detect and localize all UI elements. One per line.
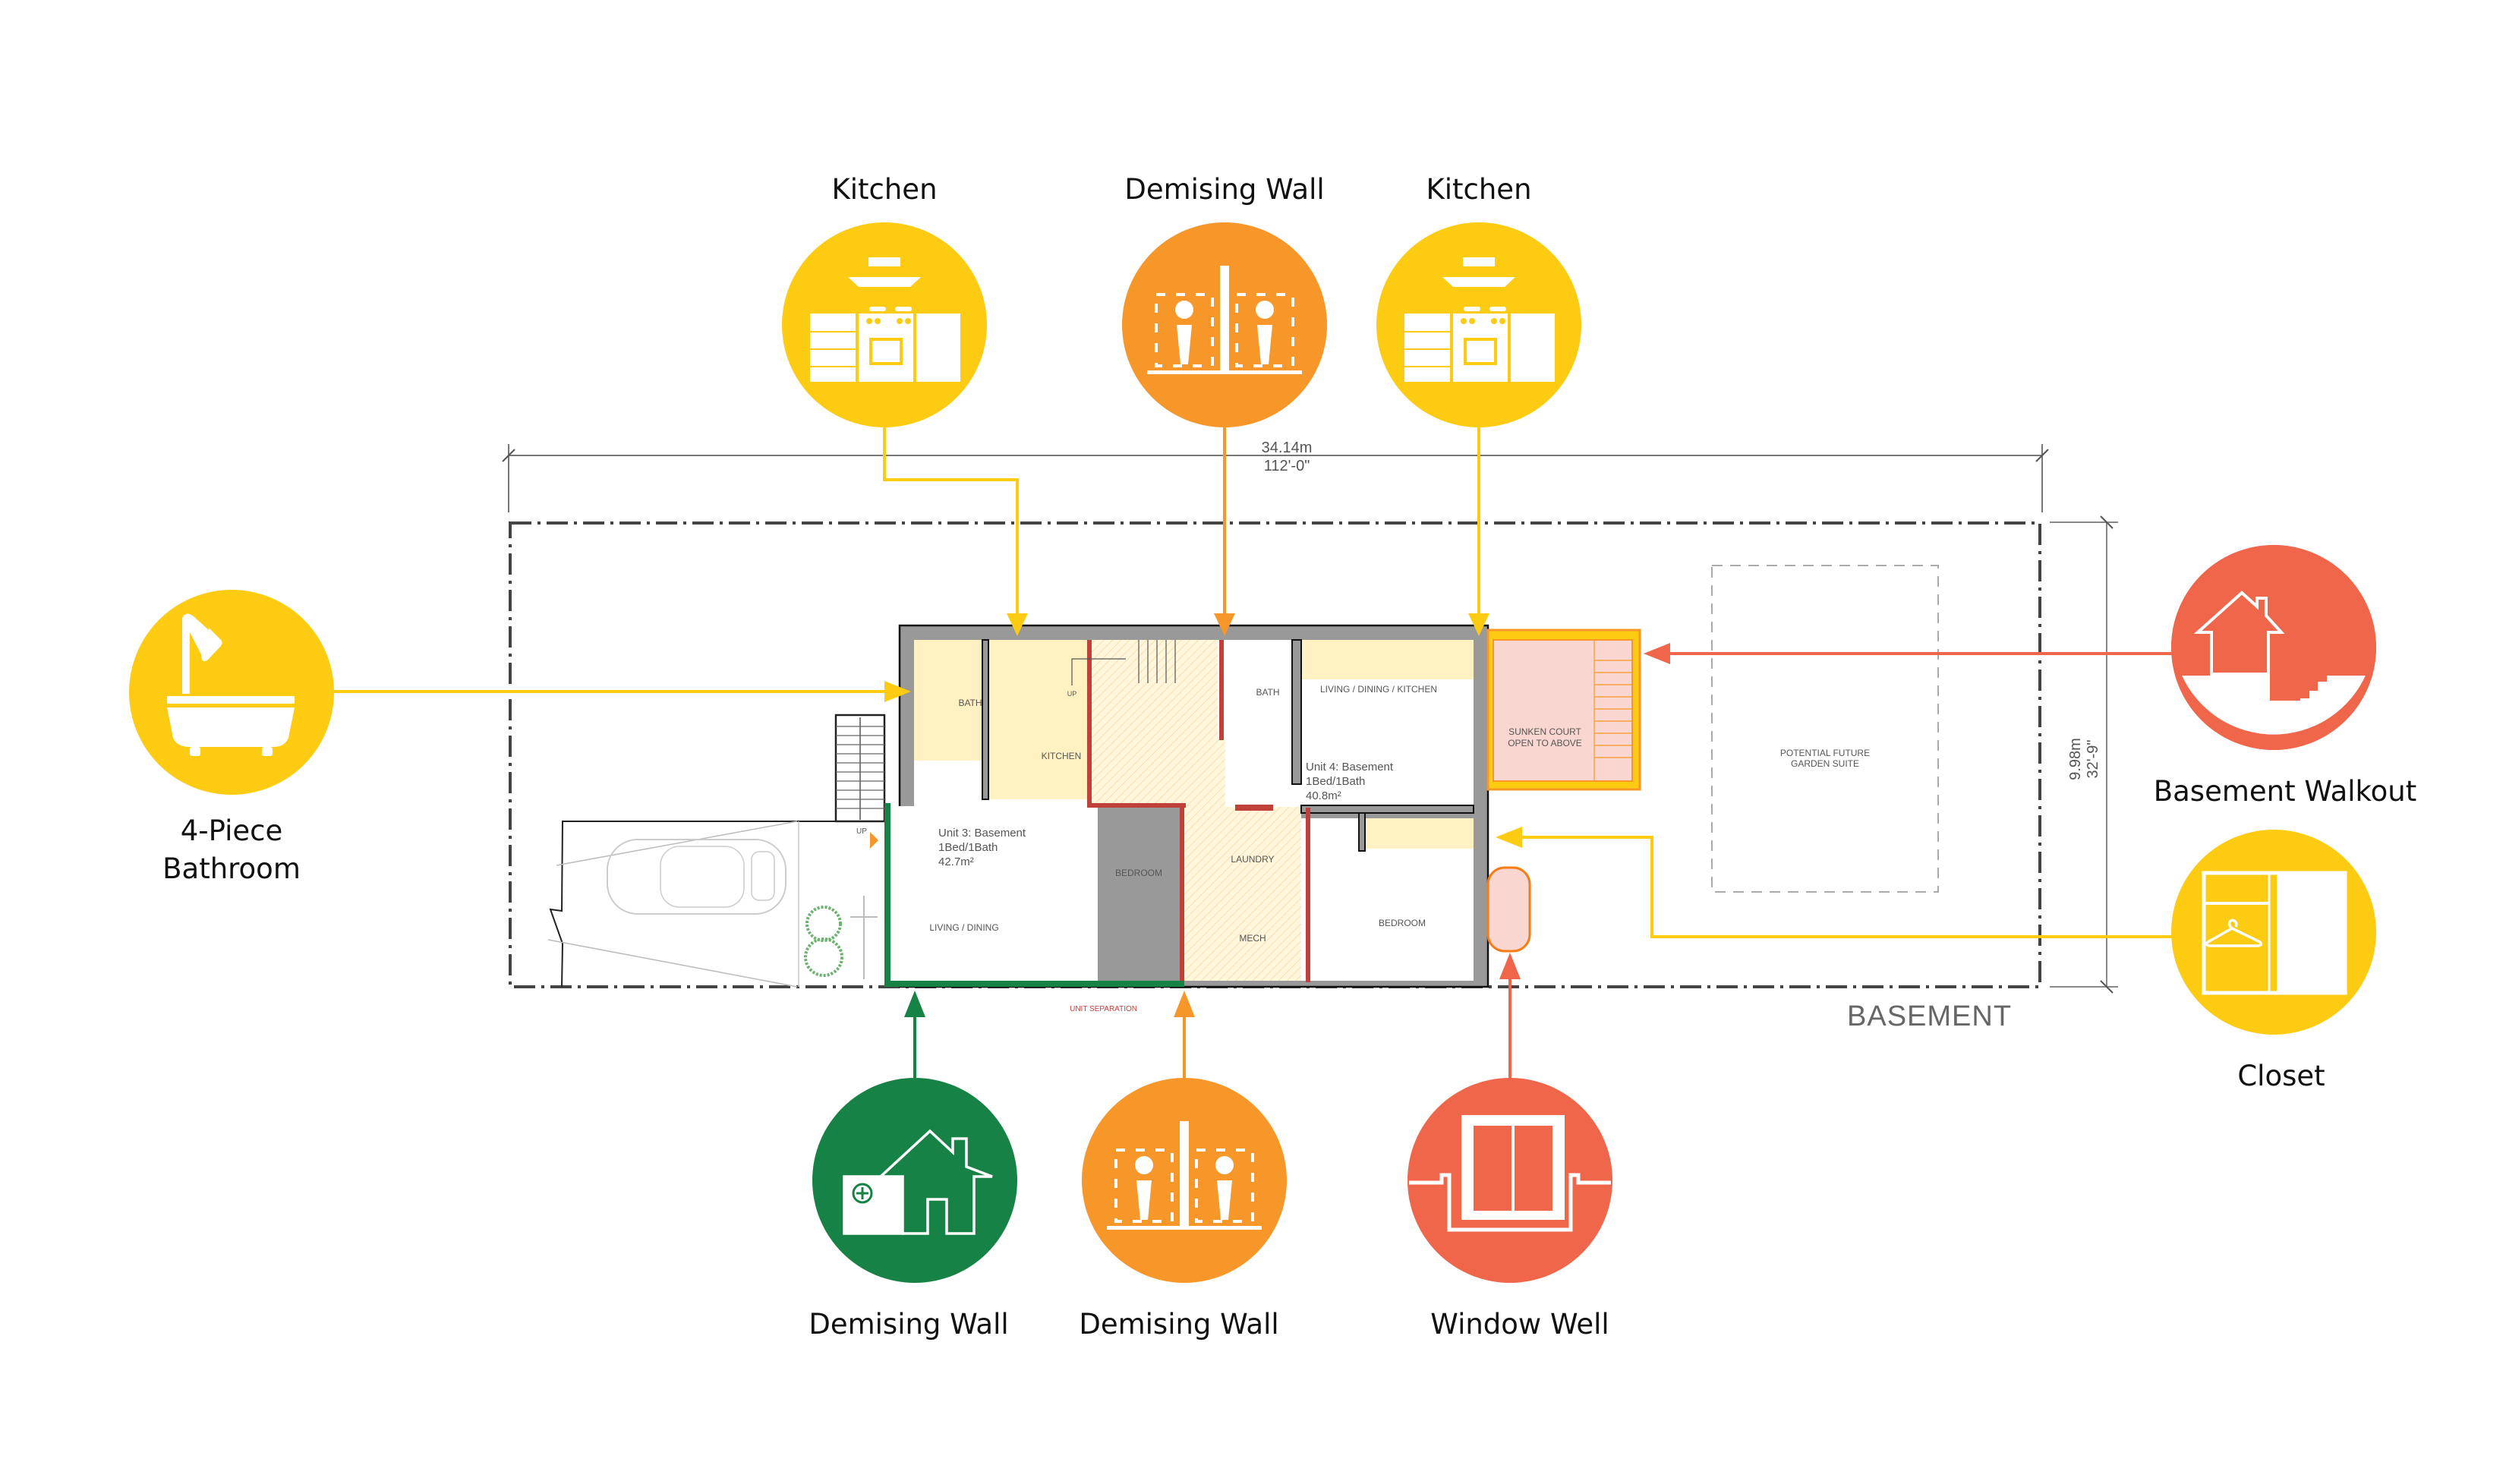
arrow-window-well [1499, 953, 1521, 979]
unit-3-type: 1Bed/1Bath [938, 841, 998, 854]
width-metric: 34.14m [1262, 440, 1313, 456]
callout-demising-green [812, 1078, 1017, 1283]
laundry-mech-room [1180, 807, 1301, 981]
closet-icon [2202, 871, 2347, 995]
trees-icon [804, 906, 843, 977]
label-demising-green: Demising Wall [809, 1308, 1009, 1341]
unit-3-name: Unit 3: Basement [938, 827, 1026, 840]
demising-wall-icon [1107, 1121, 1262, 1230]
label-bathroom-line2: Bathroom [162, 852, 301, 885]
callout-kitchen-1 [782, 222, 987, 427]
room-label-living-dining-1: LIVING / DINING [929, 922, 998, 933]
arrow-demising-green [904, 991, 925, 1017]
callout-kitchen-2 [1376, 222, 1581, 427]
callout-demising-top [1122, 222, 1327, 427]
bicycle-icon [850, 896, 878, 979]
exterior-stair-up: UP [856, 827, 867, 836]
exterior-stair: UP [834, 714, 886, 849]
garden-suite-line1: POTENTIAL FUTURE [1780, 748, 1870, 758]
arrow-demising-top [1214, 613, 1235, 636]
room-label-mech: MECH [1239, 933, 1266, 944]
basement-walkout-icon [2193, 591, 2285, 701]
callout-basement-walkout [2171, 545, 2376, 750]
leader-closet [1522, 836, 2198, 938]
leader-lines [334, 427, 2198, 1078]
kitchen-icon [810, 257, 960, 382]
callout-bathroom [129, 590, 334, 795]
arrow-bathroom [884, 681, 911, 702]
room-label-kitchen-1: KITCHEN [1042, 751, 1082, 761]
window-well-outline [1486, 866, 1531, 953]
label-demising-bottom: Demising Wall [1079, 1308, 1279, 1341]
arrow-demising-bottom [1174, 991, 1195, 1017]
kitchen-icon [1404, 257, 1555, 382]
unit-4-area: 40.8m² [1306, 789, 1341, 802]
room-label-bath-2: BATH [1256, 687, 1279, 698]
building: BATH KITCHEN Unit 3: Basement 1Bed/1Bath… [890, 624, 1489, 988]
depth-metric: 9.98m [2067, 738, 2084, 780]
leader-kitchen-1 [883, 427, 1019, 619]
bathtub-icon [167, 613, 295, 756]
garden-suite-line2: GARDEN SUITE [1791, 758, 1859, 769]
sunken-court-line2: OPEN TO ABOVE [1508, 738, 1582, 748]
callout-closet [2171, 830, 2376, 1035]
arrow-kitchen-1 [1007, 613, 1028, 636]
garden-suite-outline: POTENTIAL FUTURE GARDEN SUITE [1711, 565, 1939, 893]
label-closet: Closet [2237, 1060, 2325, 1092]
unit-separation-note: UNIT SEPARATION [1070, 1005, 1137, 1013]
room-label-laundry: LAUNDRY [1231, 854, 1274, 865]
sunken-court-line1: SUNKEN COURT [1508, 726, 1581, 737]
bath-1-room [914, 640, 982, 761]
label-basement-walkout: Basement Walkout [2153, 775, 2417, 808]
sunken-court: SUNKEN COURT OPEN TO ABOVE [1486, 629, 1641, 791]
interior-stair [1071, 640, 1176, 685]
room-label-bedroom-1: BEDROOM [1115, 868, 1162, 878]
room-label-ldk-2: LIVING / DINING / KITCHEN [1320, 684, 1437, 695]
interior-stair-up: UP [1067, 690, 1077, 698]
label-window-well: Window Well [1430, 1308, 1609, 1341]
unit-4-name: Unit 4: Basement [1306, 761, 1394, 774]
room-label-bedroom-2: BEDROOM [1379, 918, 1426, 928]
kitchen-1-room [988, 640, 1087, 799]
label-demising-top: Demising Wall [1124, 173, 1325, 206]
green-demising-wall [884, 803, 1184, 987]
window-well-icon [1409, 1115, 1611, 1232]
arrow-walkout [1644, 643, 1670, 664]
unit-3-area: 42.7m² [938, 855, 974, 868]
unit-4-type: 1Bed/1Bath [1306, 775, 1365, 788]
callout-demising-bottom [1082, 1078, 1287, 1283]
label-bathroom-line1: 4-Piece [180, 814, 283, 847]
depth-dimension: 9.98m 32'-9" [2050, 515, 2118, 994]
callout-window-well [1407, 1078, 1612, 1283]
arrow-closet [1496, 827, 1522, 848]
property-boundary [509, 521, 2041, 988]
car-icon [607, 839, 786, 915]
width-imperial: 112'-0" [1264, 458, 1310, 474]
depth-imperial: 32'-9" [2085, 740, 2101, 779]
room-label-bath-1: BATH [958, 698, 982, 708]
house-garden-suite-icon [843, 1129, 993, 1235]
width-dimension: 34.14m 112'-0" [502, 440, 2049, 512]
label-kitchen-2: Kitchen [1426, 173, 1532, 206]
label-kitchen-1: Kitchen [831, 173, 938, 206]
demising-wall-icon [1147, 266, 1302, 374]
floor-level-label: BASEMENT [1847, 1000, 2013, 1032]
driveway: UP [547, 714, 886, 988]
arrow-kitchen-2 [1468, 613, 1489, 636]
